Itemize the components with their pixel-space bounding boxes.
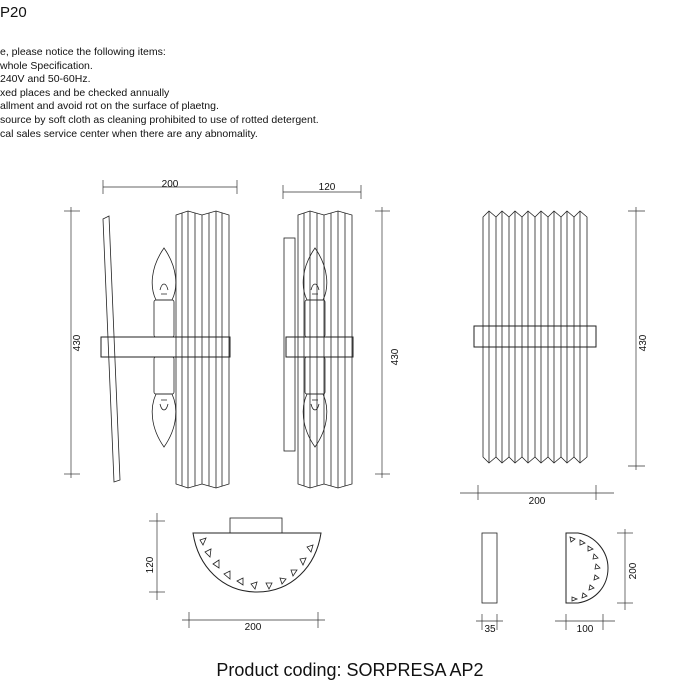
- flame-bulb-top: [302, 247, 328, 301]
- mounting-bar: [473, 325, 597, 348]
- dim-label: 200: [245, 622, 262, 633]
- dim-bracket-width: 35: [476, 614, 503, 635]
- instruction-notes: e, please notice the following items: wh…: [0, 46, 319, 141]
- dim-label: 120: [319, 182, 336, 193]
- note-line: allment and avoid rot on the surface of …: [0, 100, 219, 113]
- flame-bulb-top: [151, 247, 177, 301]
- mounting-bar: [100, 336, 231, 358]
- crystal-ring: [199, 537, 314, 590]
- crystal-rods: [175, 210, 230, 489]
- dim-side-height: 430: [64, 207, 83, 478]
- flame-bulb-bottom: [302, 393, 328, 448]
- bracket-plate: [481, 532, 498, 604]
- profile-view: 120 430: [282, 182, 401, 489]
- top-view: 120 200: [145, 513, 325, 633]
- dim-small-height: 200: [617, 529, 639, 610]
- dim-label: 100: [577, 624, 594, 635]
- dim-top-width: 200: [182, 612, 325, 633]
- dim-front-height: 430: [628, 207, 649, 470]
- wall-plate: [283, 237, 296, 452]
- crystal-rods: [297, 210, 353, 489]
- side-view: 200 430: [64, 179, 238, 489]
- dim-label: 200: [162, 179, 179, 190]
- note-line: whole Specification.: [0, 59, 93, 72]
- dim-top-depth: 120: [145, 513, 165, 600]
- mounting-bar: [285, 336, 354, 358]
- wall-plate: [102, 215, 121, 483]
- small-crystal-ring: [569, 536, 601, 602]
- candle-holder-top: [304, 299, 326, 338]
- note-line: 240V and 50-60Hz.: [0, 73, 91, 86]
- flame-bulb-bottom: [151, 393, 177, 448]
- crystal-rods: [482, 210, 588, 464]
- dim-small-width: 100: [555, 614, 615, 635]
- dim-label: 430: [72, 334, 83, 351]
- dim-label: 430: [390, 348, 401, 365]
- dim-label: 120: [145, 556, 156, 573]
- note-line: xed places and be checked annually: [0, 86, 170, 99]
- front-view: 430 200: [460, 207, 649, 507]
- page-title: P20: [0, 4, 27, 21]
- small-disc-view: 100 200: [555, 529, 639, 635]
- dim-front-width: 200: [460, 485, 614, 507]
- candle-holder-bottom: [304, 356, 326, 395]
- small-disc-outline: [565, 532, 609, 604]
- note-line: source by soft cloth as cleaning prohibi…: [0, 113, 319, 126]
- wall-mount-block: [229, 517, 283, 534]
- dim-label: 200: [628, 562, 639, 579]
- dim-profile-height: 430: [375, 207, 401, 478]
- product-coding: Product coding: SORPRESA AP2: [216, 660, 484, 680]
- candle-holder-bottom: [153, 356, 175, 395]
- dim-label: 200: [529, 496, 546, 507]
- note-line: e, please notice the following items:: [0, 46, 166, 58]
- bracket-view: 35: [476, 532, 503, 635]
- candle-holder-top: [153, 299, 175, 338]
- dim-side-width: 200: [102, 179, 238, 194]
- dim-label: 35: [484, 624, 496, 635]
- half-disc-outline: [192, 532, 322, 593]
- dim-label: 430: [638, 334, 649, 351]
- dim-profile-width: 120: [282, 182, 362, 199]
- note-line: cal sales service center when there are …: [0, 127, 258, 140]
